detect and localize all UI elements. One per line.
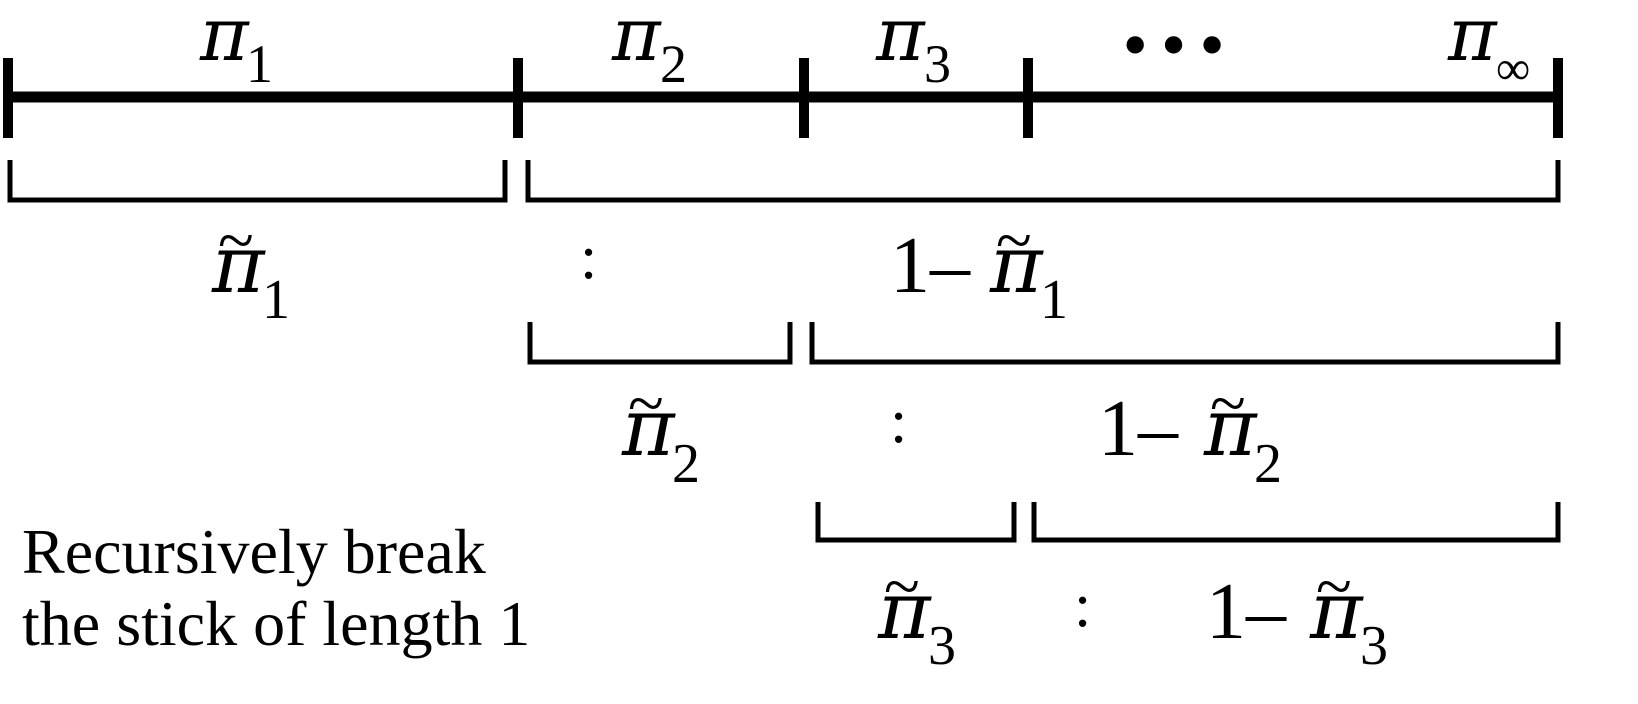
svg-text:π: π [875,0,926,78]
svg-text:π: π [1203,381,1258,474]
svg-text:2: 2 [672,433,700,495]
ratio-colon-3: : [1074,572,1091,640]
label-pi-infinity: π ∞ [1447,0,1530,95]
bracket-level2-left [527,322,793,365]
caption-line-1: Recursively break [22,516,486,587]
svg-text:1: 1 [246,34,273,94]
label-pi-tilde-3: ~ π 3 [877,550,956,677]
svg-text:π: π [211,218,266,311]
caption-line-2: the stick of length 1 [22,588,530,659]
bracket-level1-right [525,160,1561,203]
svg-text:~: ~ [628,367,664,440]
label-pi-2: π 2 [611,0,687,94]
label-pi-tilde-2: ~ π 2 [621,367,700,495]
label-pi-3: π 3 [875,0,951,94]
bracket-level1-left [7,160,508,203]
svg-text:1: 1 [1040,269,1068,331]
svg-text:π: π [1309,564,1364,657]
svg-text:1: 1 [262,269,290,331]
label-one-minus-pi-tilde-3: 1– ~ π 3 [1206,550,1388,677]
svg-text:3: 3 [1360,615,1388,677]
svg-text:~: ~ [884,550,920,623]
svg-text:π: π [611,0,662,78]
bracket-level3-right [1031,502,1561,543]
svg-text:3: 3 [928,615,956,677]
svg-text:1–: 1– [1206,568,1287,656]
svg-text:1–: 1– [890,222,971,310]
label-pi-tilde-1: ~ π 1 [211,204,290,331]
svg-text:π: π [877,564,932,657]
svg-text:~: ~ [218,204,254,277]
svg-text:∞: ∞ [1496,42,1530,95]
ellipsis: • • • [1124,9,1223,80]
label-pi-1: π 1 [199,0,273,94]
svg-text:~: ~ [1210,367,1246,440]
svg-text:2: 2 [660,34,687,94]
svg-text:2: 2 [1254,433,1282,495]
svg-text:π: π [1447,0,1498,78]
bracket-level3-left [815,502,1017,543]
svg-text:π: π [199,0,250,78]
svg-text:1–: 1– [1098,385,1179,473]
label-one-minus-pi-tilde-2: 1– ~ π 2 [1098,367,1282,495]
svg-text:~: ~ [1316,550,1352,623]
svg-text:3: 3 [924,34,951,94]
svg-text:~: ~ [996,204,1032,277]
ratio-colon-1: : [580,224,597,292]
ratio-colon-2: : [890,388,907,456]
label-one-minus-pi-tilde-1: 1– ~ π 1 [890,204,1068,331]
svg-text:π: π [621,381,676,474]
bracket-level2-right [809,322,1561,365]
svg-text:π: π [989,218,1044,311]
